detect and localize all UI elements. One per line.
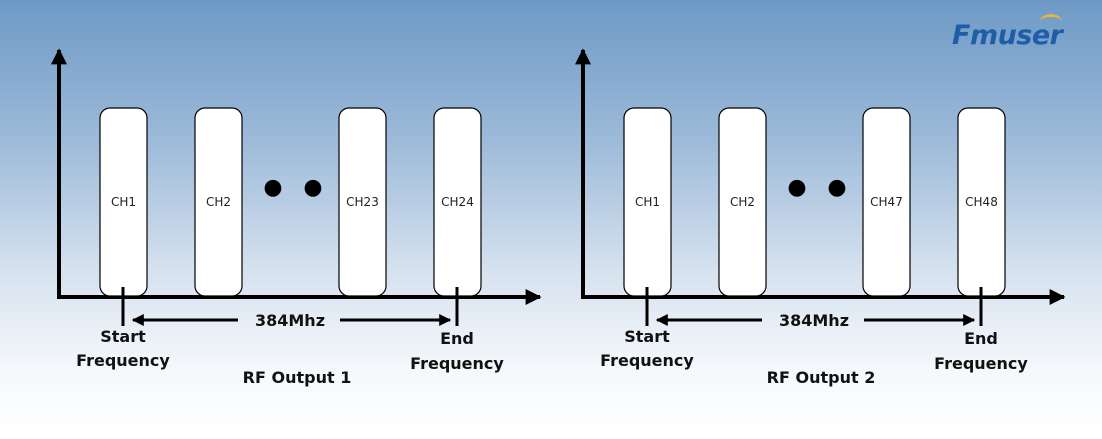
channel-label: CH1 — [635, 195, 660, 209]
channel-label: CH2 — [730, 195, 755, 209]
ellipsis-dot: ● — [787, 175, 806, 200]
channel-label: CH47 — [870, 195, 903, 209]
start-frequency-label: Frequency — [600, 351, 694, 370]
start-label: Start — [100, 327, 146, 346]
channel-box — [718, 107, 767, 297]
span-label: 384Mhz — [779, 311, 849, 330]
ellipsis-dot: ● — [263, 175, 282, 200]
channel-label: CH48 — [965, 195, 998, 209]
end-label: End — [964, 329, 998, 348]
channel-label: CH2 — [206, 195, 231, 209]
end-frequency-label: Frequency — [934, 354, 1028, 373]
start-frequency-label: Frequency — [76, 351, 170, 370]
channel-box — [194, 107, 243, 297]
span-label: 384Mhz — [255, 311, 325, 330]
ellipsis-dot: ● — [827, 175, 846, 200]
start-label: Start — [624, 327, 670, 346]
end-frequency-label: Frequency — [410, 354, 504, 373]
ellipsis-dot: ● — [303, 175, 322, 200]
rf-output-title: RF Output 1 — [243, 368, 352, 387]
channel-label: CH23 — [346, 195, 379, 209]
logo-arc-icon — [1040, 14, 1062, 29]
channel-label: CH1 — [111, 195, 136, 209]
channel-box — [338, 107, 387, 297]
channel-label: CH24 — [441, 195, 474, 209]
rf-output-title: RF Output 2 — [767, 368, 876, 387]
end-label: End — [440, 329, 474, 348]
channel-box — [862, 107, 911, 297]
